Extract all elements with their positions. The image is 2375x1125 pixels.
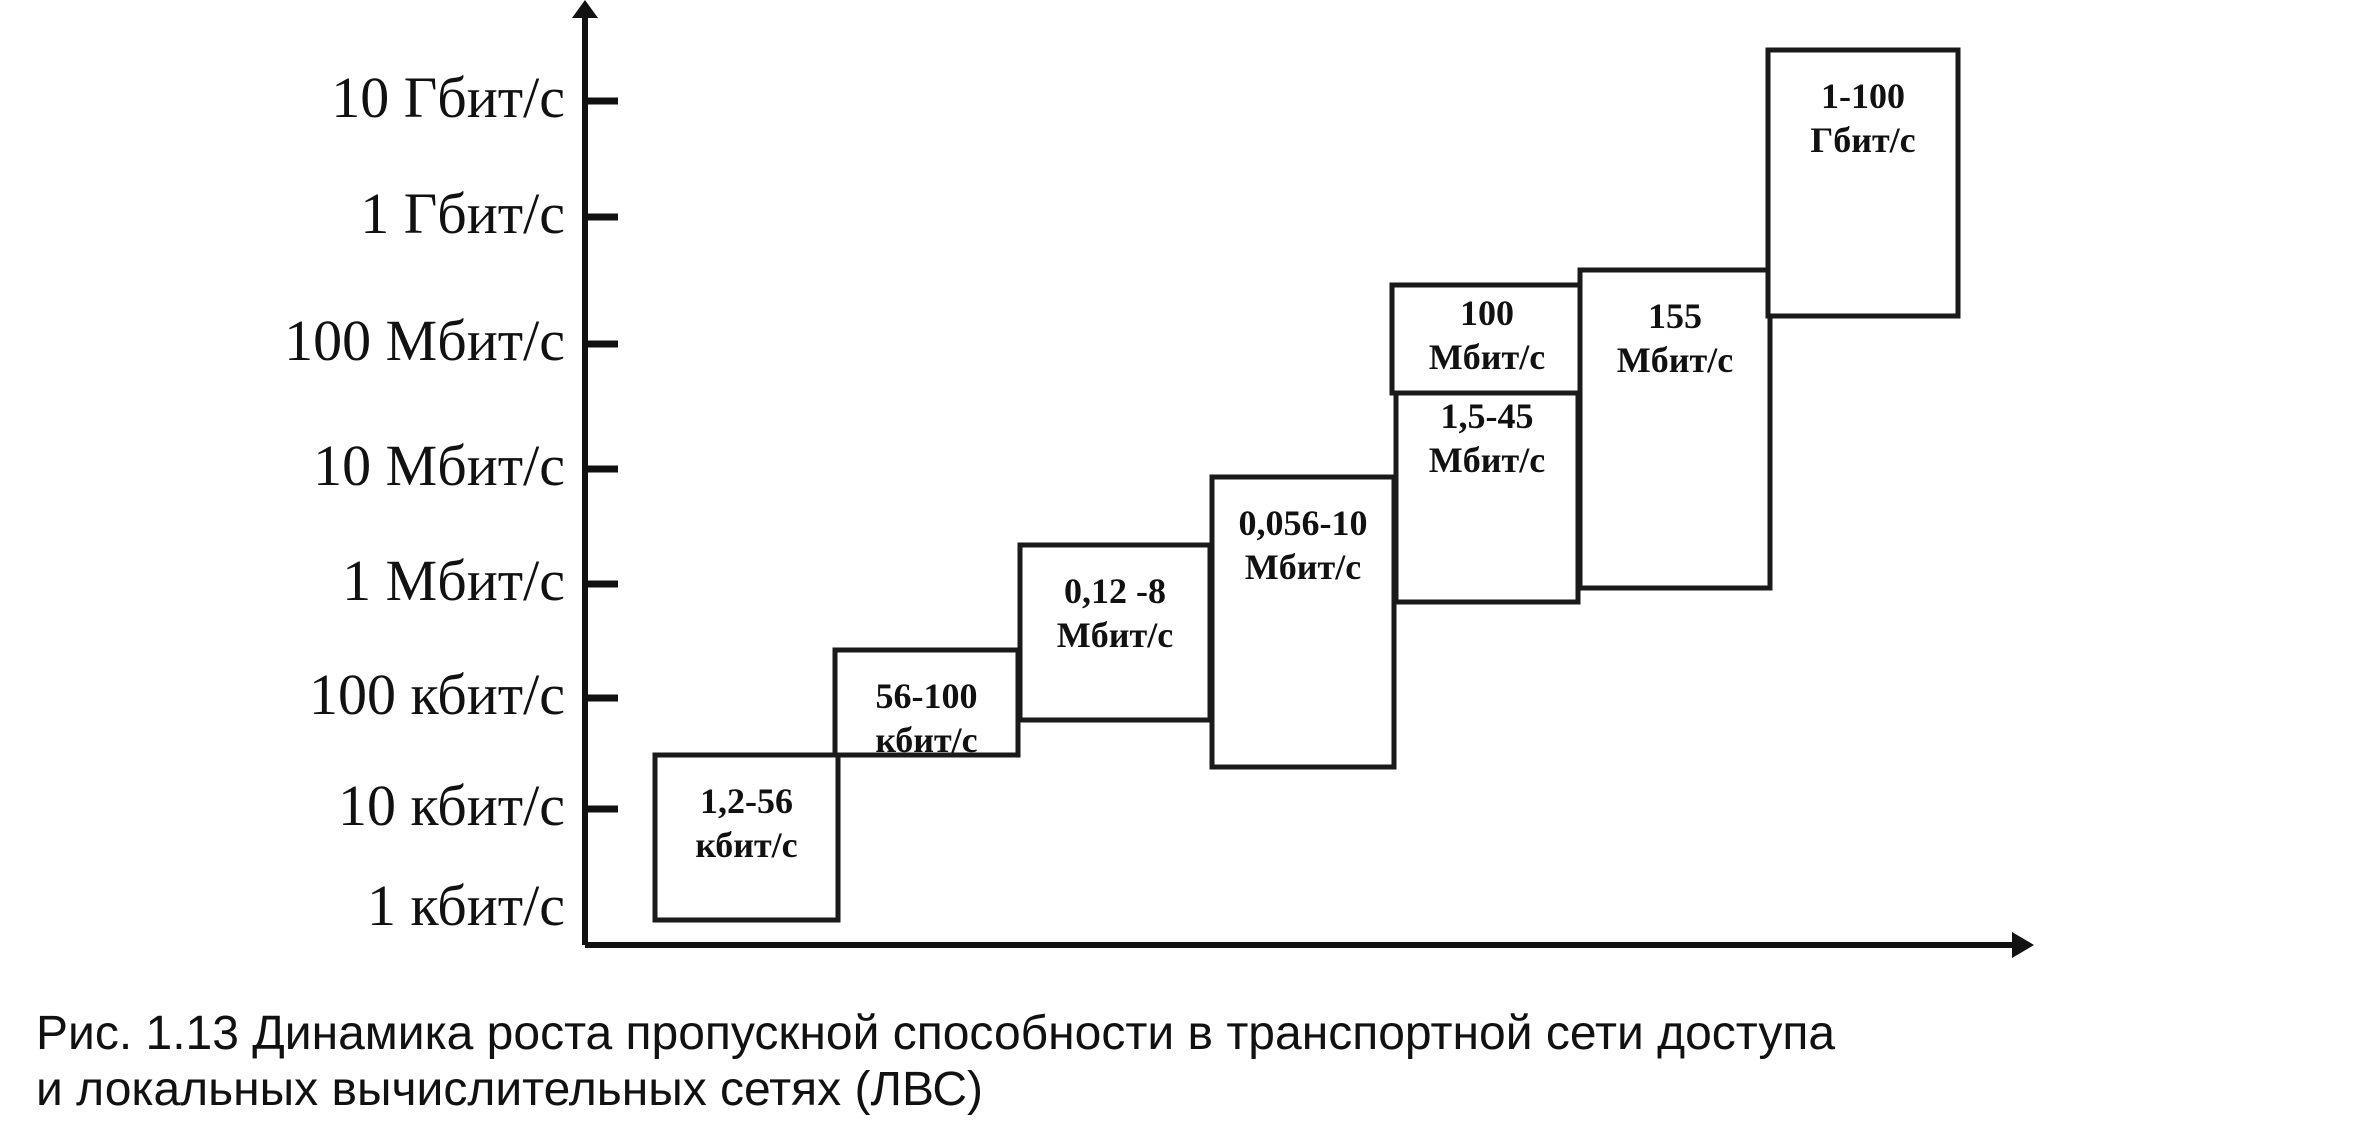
- bandwidth-box-label: 1,2-56: [700, 781, 793, 821]
- y-tick-label: 100 кбит/с: [309, 662, 565, 727]
- bandwidth-box-label: 56-100: [876, 676, 978, 716]
- bandwidth-box-label: кбит/с: [875, 720, 977, 760]
- figure-caption: Рис. 1.13 Динамика роста пропускной спос…: [36, 1006, 2336, 1118]
- bandwidth-box-label: Гбит/с: [1810, 120, 1915, 160]
- y-axis-ticks: 10 Гбит/с 1 Гбит/с 100 Мбит/с 10 Мбит/с 1 Мб…: [284, 65, 618, 938]
- bandwidth-box-rect: [652, 752, 841, 923]
- bandwidth-box-label: Мбит/с: [1245, 547, 1361, 587]
- caption-line-2: и локальных вычислительных сетях (ЛВС): [36, 1063, 984, 1116]
- bandwidth-box-rect: [1765, 47, 1961, 319]
- bandwidth-box-rect: [1577, 267, 1773, 591]
- y-tick-label: 1 кбит/с: [367, 873, 565, 938]
- bandwidth-box-rect: [1389, 282, 1585, 396]
- caption-line-1: Рис. 1.13 Динамика роста пропускной спос…: [36, 1007, 1836, 1060]
- y-tick-label: 100 Мбит/с: [284, 308, 565, 373]
- x-axis-arrow-icon: [2012, 932, 2034, 958]
- y-tick-label: 10 Гбит/с: [331, 65, 565, 130]
- bandwidth-box-label: 100: [1460, 293, 1514, 333]
- y-tick-label: 1 Мбит/с: [342, 548, 565, 613]
- y-axis-arrow-icon: [572, 0, 598, 18]
- bandwidth-box-label: Мбит/с: [1429, 337, 1545, 377]
- axes: [572, 0, 2034, 958]
- y-tick-label: 10 Мбит/с: [313, 433, 565, 498]
- bandwidth-box-rect: [832, 647, 1021, 758]
- bandwidth-box-rect: [1393, 367, 1581, 605]
- bandwidth-box-label: 1-100: [1821, 76, 1905, 116]
- bandwidth-box-label: 1,5-45: [1441, 396, 1534, 436]
- bandwidth-box-label: 0,12 -8: [1064, 571, 1166, 611]
- bandwidth-box-label: кбит/с: [695, 825, 797, 865]
- bandwidth-box-label: 155: [1648, 296, 1702, 336]
- y-tick-label: 10 кбит/с: [338, 773, 565, 838]
- bandwidth-box-label: Мбит/с: [1057, 615, 1173, 655]
- y-tick-label: 1 Гбит/с: [360, 181, 565, 246]
- bandwidth-box-label: Мбит/с: [1617, 340, 1733, 380]
- bandwidth-box-label: 0,056-10: [1239, 503, 1368, 543]
- bandwidth-box-rect: [1209, 474, 1397, 770]
- bandwidth-box-label: Мбит/с: [1429, 440, 1545, 480]
